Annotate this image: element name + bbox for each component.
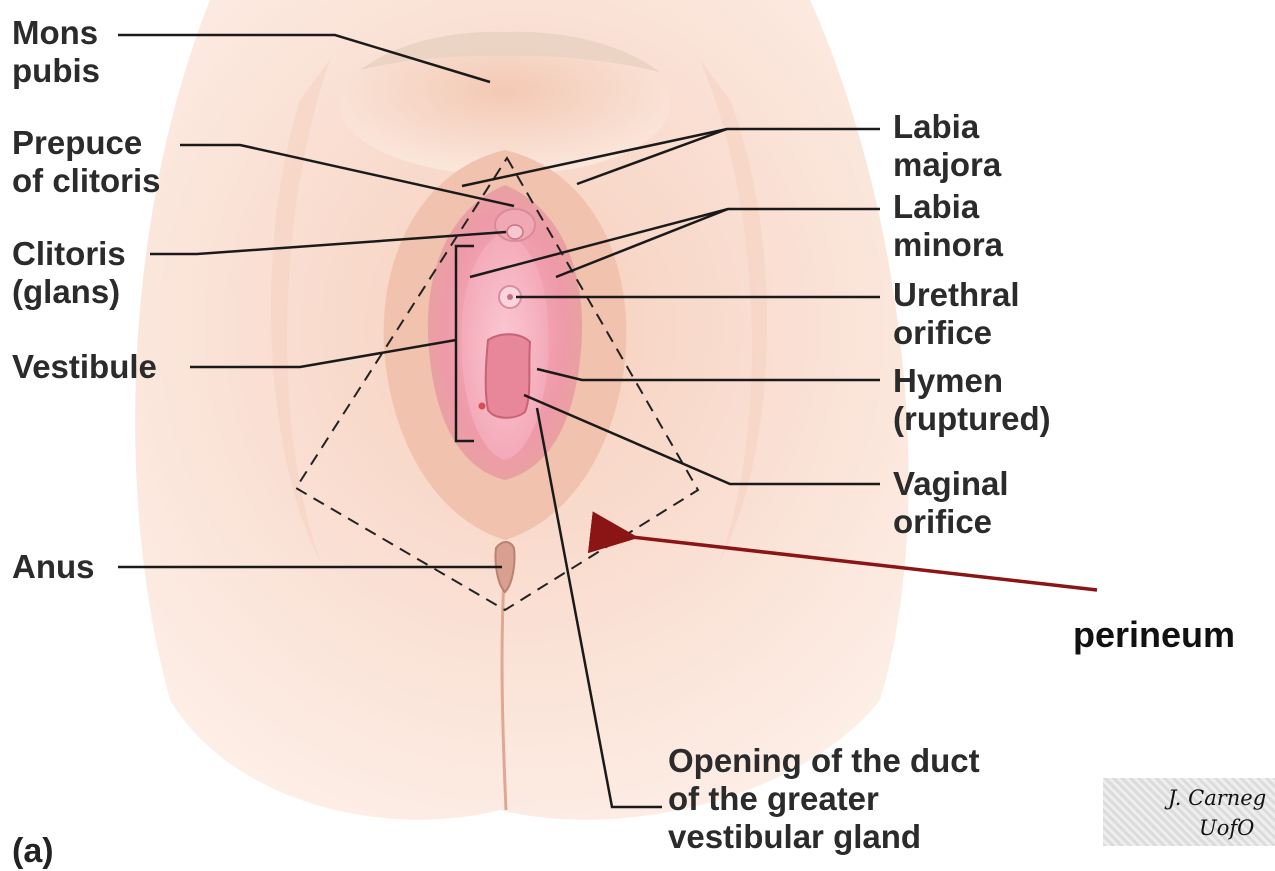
credit-stamp: J. Carneg UofO xyxy=(1103,778,1275,846)
label-prepuce-of-clitoris: Prepuce of clitoris xyxy=(12,124,161,200)
label-clitoris-glans: Clitoris (glans) xyxy=(12,235,126,311)
credit-institution: UofO xyxy=(1199,816,1254,840)
perineum-annotation: perineum xyxy=(1073,614,1235,656)
label-hymen-ruptured: Hymen (ruptured) xyxy=(893,362,1051,438)
vaginal-orifice xyxy=(486,334,530,418)
label-labia-minora: Labia minora xyxy=(893,188,1003,264)
gland-duct-opening xyxy=(479,403,486,410)
label-greater-vestibular-gland-duct: Opening of the duct of the greater vesti… xyxy=(668,742,980,856)
label-vaginal-orifice: Vaginal orifice xyxy=(893,465,1009,541)
panel-label: (a) xyxy=(12,832,54,871)
label-mons-pubis: Mons pubis xyxy=(12,14,100,90)
label-urethral-orifice: Urethral orifice xyxy=(893,276,1020,352)
body-illustration xyxy=(135,0,908,820)
label-vestibule: Vestibule xyxy=(12,348,157,386)
label-labia-majora: Labia majora xyxy=(893,108,1001,184)
clitoris-glans xyxy=(507,225,523,239)
label-anus: Anus xyxy=(12,548,95,586)
credit-name: J. Carneg xyxy=(1168,786,1266,810)
